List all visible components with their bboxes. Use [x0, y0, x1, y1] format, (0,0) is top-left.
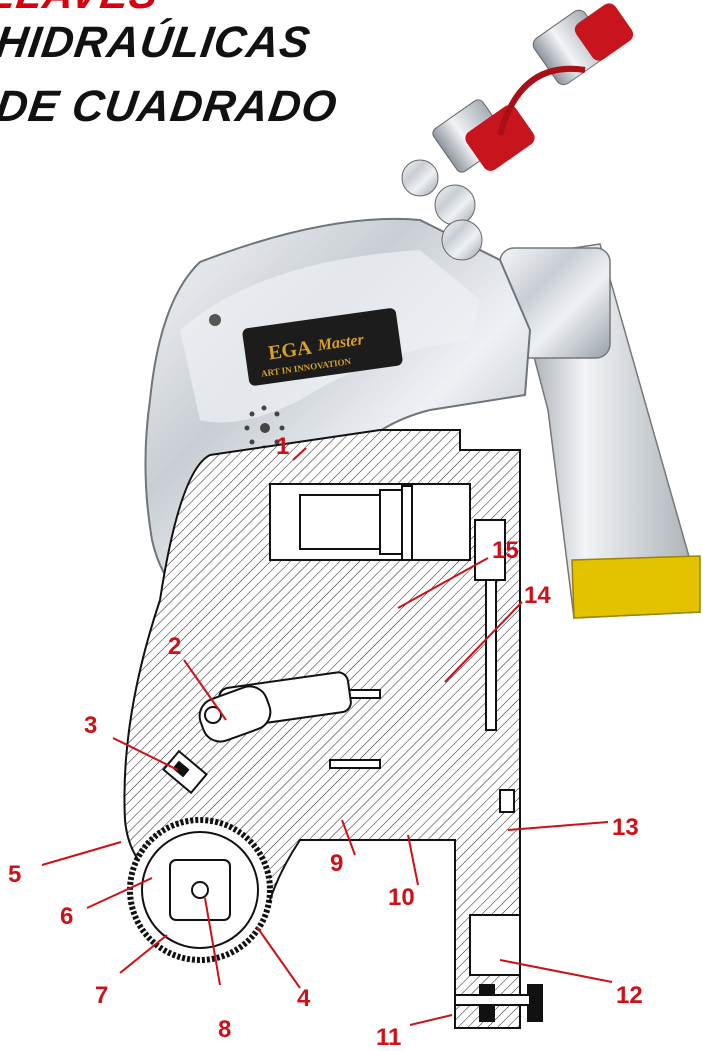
callout-13: 13: [612, 814, 639, 841]
callout-labels: 1 2 3 4 5 6 7 8 9 10 11 12 13 14 15: [8, 433, 643, 1051]
callout-4: 4: [297, 985, 311, 1012]
callout-5: 5: [8, 861, 21, 888]
red-coupler: [465, 3, 634, 171]
callout-11: 11: [376, 1024, 401, 1051]
port-holes: [244, 405, 285, 451]
callout-3: 3: [84, 712, 97, 739]
egamaster-logo: EGA Master ART IN INNOVATION: [242, 308, 403, 386]
callout-2: 2: [168, 633, 181, 660]
callout-6: 6: [60, 903, 73, 930]
callout-9: 9: [330, 850, 343, 877]
callout-1: 1: [276, 433, 289, 460]
leader-lines: [41, 447, 613, 1026]
logo-script: Master: [316, 331, 366, 355]
callout-8: 8: [218, 1016, 231, 1043]
yellow-tip: [571, 555, 701, 619]
cross-section-drawing: [123, 429, 543, 1029]
callout-12: 12: [616, 982, 643, 1009]
callout-7: 7: [95, 982, 108, 1009]
callout-14: 14: [524, 582, 551, 609]
callout-15: 15: [492, 537, 519, 564]
callout-10: 10: [388, 884, 415, 911]
reaction-arm: [499, 243, 701, 619]
